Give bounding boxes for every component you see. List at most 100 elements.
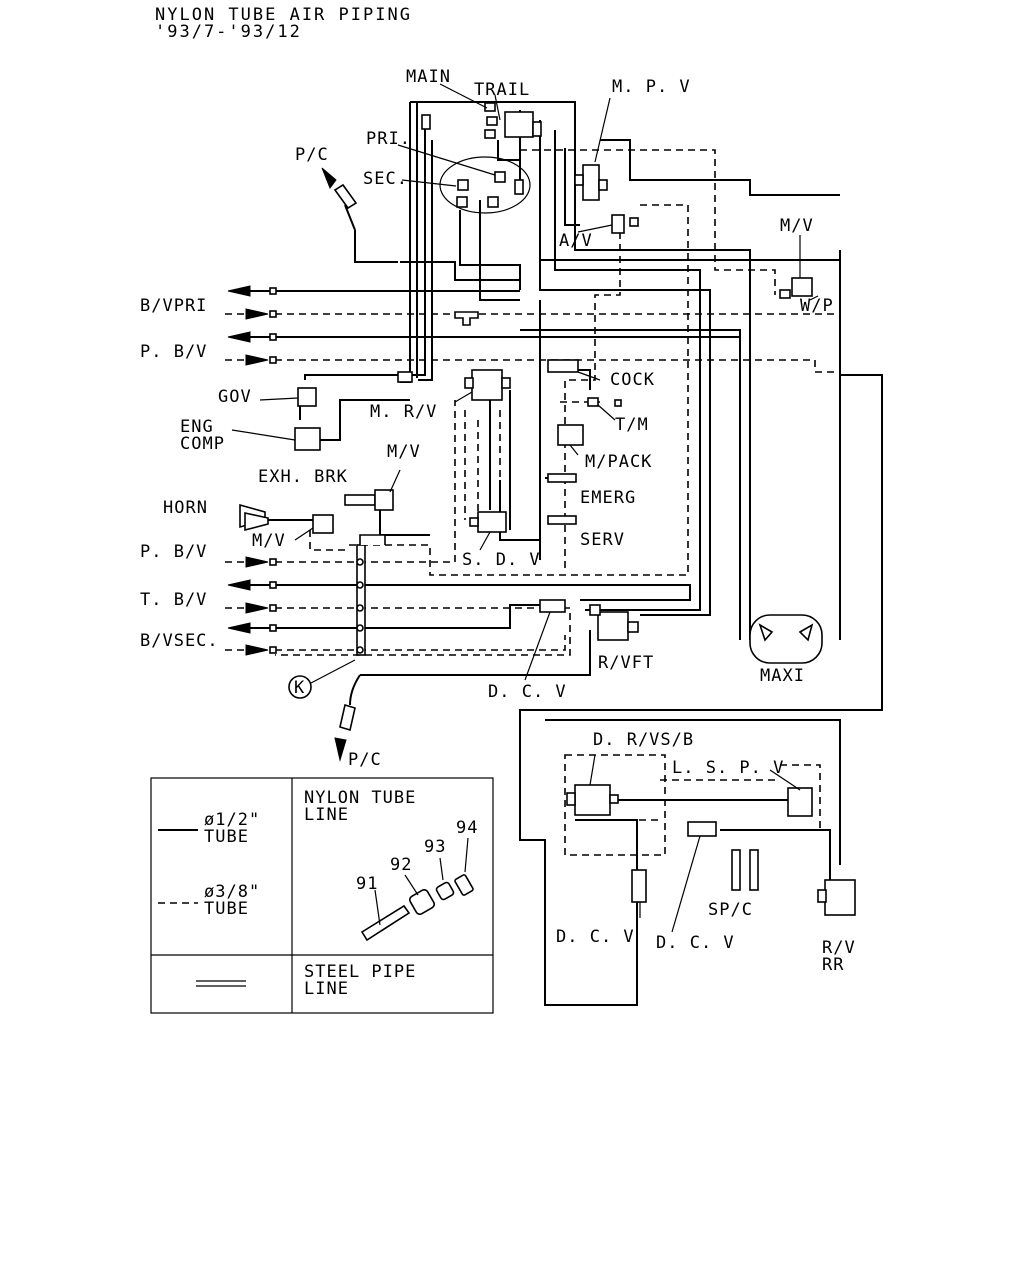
spc-coupling bbox=[749, 849, 759, 891]
legend-part-94: 94 bbox=[456, 818, 478, 838]
label-horn: HORN bbox=[163, 498, 208, 518]
rvft-valve bbox=[597, 611, 629, 641]
connector bbox=[421, 114, 431, 130]
exh-brk-mv-valve bbox=[374, 489, 394, 511]
rvrr-valve bbox=[824, 879, 856, 916]
connector bbox=[589, 604, 601, 616]
sdv-valve bbox=[477, 511, 507, 533]
pc-top-coupling bbox=[333, 183, 358, 210]
label-bvpri: B/VPRI bbox=[140, 296, 207, 316]
label-pbv-top: P. B/V bbox=[140, 342, 207, 362]
label-rr: RR bbox=[822, 955, 844, 975]
connector bbox=[269, 581, 277, 589]
av-valve bbox=[611, 214, 625, 234]
label-sec: SEC. bbox=[363, 169, 408, 189]
mpv-valve bbox=[582, 164, 600, 201]
legend-line: LINE bbox=[304, 805, 349, 825]
connector bbox=[469, 517, 479, 527]
legend-part-91: 91 bbox=[356, 874, 378, 894]
connector bbox=[501, 377, 511, 389]
part-94-insert bbox=[454, 874, 474, 896]
label-mv-horn: M/V bbox=[252, 531, 286, 551]
main-connector bbox=[484, 102, 496, 112]
connector bbox=[269, 624, 277, 632]
label-pc-top: P/C bbox=[295, 145, 329, 165]
pri-valve bbox=[494, 171, 506, 183]
connector bbox=[817, 889, 827, 903]
component-labels: MAIN TRAIL M. P. V PRI. P/C SEC. A/V M/V… bbox=[140, 67, 856, 975]
label-wp: W/P bbox=[800, 296, 834, 316]
dcv-right-valve bbox=[687, 821, 717, 837]
label-rvft: R/VFT bbox=[598, 653, 654, 673]
flow-arrows bbox=[225, 167, 347, 762]
legend-three-eighths: ø3/8" bbox=[204, 882, 260, 902]
eng-comp-unit bbox=[294, 427, 321, 451]
label-pc-bottom: P/C bbox=[348, 750, 382, 770]
maxi-connector bbox=[758, 623, 774, 642]
legend-tube-b: TUBE bbox=[204, 899, 249, 919]
connector bbox=[514, 179, 524, 195]
label-dcv-left: D. C. V bbox=[556, 927, 635, 947]
legend-line-2: LINE bbox=[304, 979, 349, 999]
label-gov: GOV bbox=[218, 387, 252, 407]
label-emerg: EMERG bbox=[580, 488, 636, 508]
connector bbox=[779, 289, 791, 299]
horn-mv-valve bbox=[312, 514, 334, 534]
emerg-coupling bbox=[547, 473, 577, 483]
label-k: K bbox=[294, 678, 305, 698]
legend-steel-line bbox=[196, 980, 246, 987]
leader-lines bbox=[231, 83, 819, 933]
drvsb-valve bbox=[574, 784, 611, 816]
main-trunk-pipes bbox=[265, 101, 883, 1006]
relay-valve bbox=[504, 111, 534, 138]
connector bbox=[484, 129, 496, 139]
label-mpack: M/PACK bbox=[585, 452, 652, 472]
serv-coupling bbox=[547, 515, 577, 525]
exh-brk-pipe bbox=[344, 494, 376, 506]
legend-frame bbox=[150, 777, 494, 1014]
tee-fitting bbox=[454, 311, 479, 326]
pc-top-hose bbox=[344, 204, 356, 231]
label-pbv-low: P. B/V bbox=[140, 542, 207, 562]
label-tbv: T. B/V bbox=[140, 590, 207, 610]
dcv-left-valve bbox=[631, 869, 647, 903]
legend-part-92: 92 bbox=[390, 855, 412, 875]
connector bbox=[629, 217, 639, 227]
label-dcv-mid: D. C. V bbox=[488, 682, 567, 702]
legend-nylon-tube: NYLON TUBE bbox=[304, 788, 416, 808]
spc-coupling bbox=[731, 849, 741, 891]
tm-fitting bbox=[587, 397, 599, 407]
connector bbox=[269, 558, 277, 566]
cock-valve bbox=[547, 359, 579, 373]
connector bbox=[627, 621, 639, 633]
connector bbox=[269, 333, 277, 341]
connector bbox=[269, 356, 277, 364]
label-comp: COMP bbox=[180, 434, 225, 454]
diagram-title: NYLON TUBE AIR PIPING bbox=[155, 5, 412, 25]
label-cock: COCK bbox=[610, 370, 655, 390]
legend-steel-pipe: STEEL PIPE bbox=[304, 962, 416, 982]
k-marker bbox=[288, 675, 312, 699]
legend-half-inch: ø1/2" bbox=[204, 810, 260, 830]
dashed-tube-lines bbox=[275, 149, 840, 856]
part-93-sleeve bbox=[435, 881, 455, 901]
legend-box: ø1/2" TUBE ø3/8" TUBE NYLON TUBE LINE ST… bbox=[150, 777, 494, 1014]
connector bbox=[598, 179, 608, 191]
brake-valve-enclosure bbox=[439, 156, 531, 214]
label-eng: ENG bbox=[180, 417, 214, 437]
lspv-valve bbox=[787, 787, 813, 817]
connector bbox=[269, 604, 277, 612]
maxi-chamber bbox=[749, 614, 823, 664]
sec-valve bbox=[456, 196, 468, 208]
label-pri: PRI. bbox=[366, 129, 411, 149]
manifold-tee bbox=[359, 534, 386, 545]
connector bbox=[532, 121, 542, 137]
label-rv: R/V bbox=[822, 938, 856, 958]
connector bbox=[614, 399, 622, 407]
connector bbox=[487, 196, 499, 208]
gov-unit bbox=[297, 387, 317, 407]
connector bbox=[464, 377, 474, 389]
connector bbox=[397, 371, 413, 383]
horn-icon bbox=[244, 512, 269, 532]
